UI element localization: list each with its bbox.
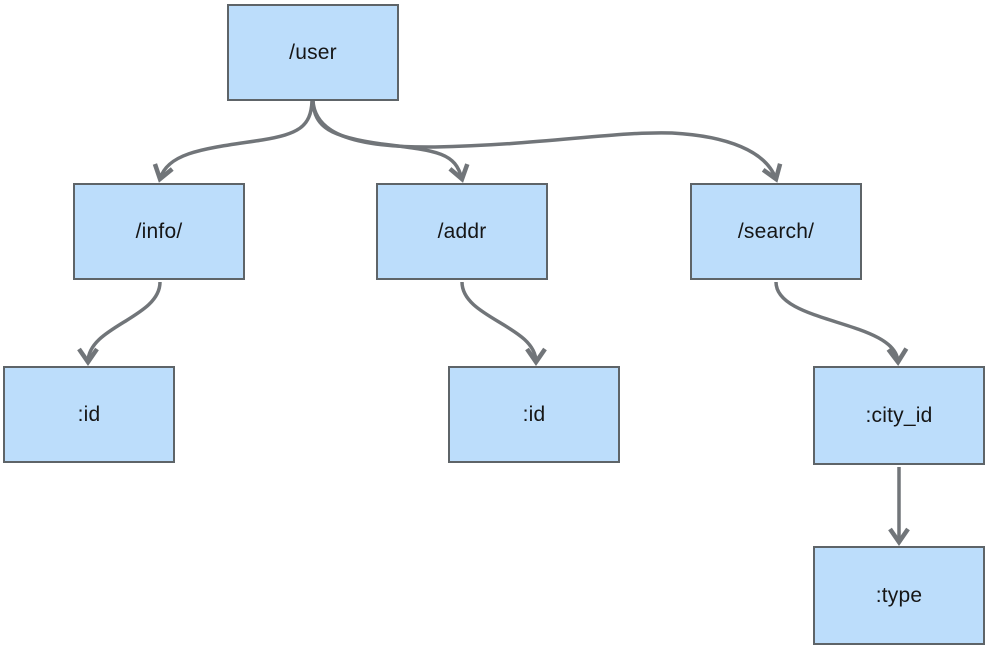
- edge-info-id: [77, 281, 162, 366]
- node-addr-label: /addr: [437, 219, 487, 243]
- edge-user-info: [152, 100, 314, 183]
- node-city-id: :city_id: [813, 366, 985, 465]
- node-addr: /addr: [376, 183, 548, 280]
- edge-addr-id: [460, 281, 547, 366]
- node-user: /user: [227, 4, 399, 101]
- node-info: /info/: [73, 183, 245, 280]
- node-city-id-label: :city_id: [865, 403, 933, 427]
- node-type: :type: [813, 546, 985, 645]
- node-search: /search/: [690, 183, 862, 280]
- edge-user-search: [311, 100, 783, 183]
- node-type-label: :type: [875, 583, 923, 607]
- node-info-id: :id: [3, 366, 175, 463]
- node-user-label: /user: [289, 40, 337, 64]
- node-info-label: /info/: [135, 219, 183, 243]
- node-search-label: /search/: [737, 219, 815, 243]
- edge-user-addr: [311, 100, 470, 183]
- node-info-id-label: :id: [77, 402, 101, 426]
- edge-search-cityid: [774, 281, 909, 366]
- node-addr-id: :id: [448, 366, 620, 463]
- node-addr-id-label: :id: [522, 402, 546, 426]
